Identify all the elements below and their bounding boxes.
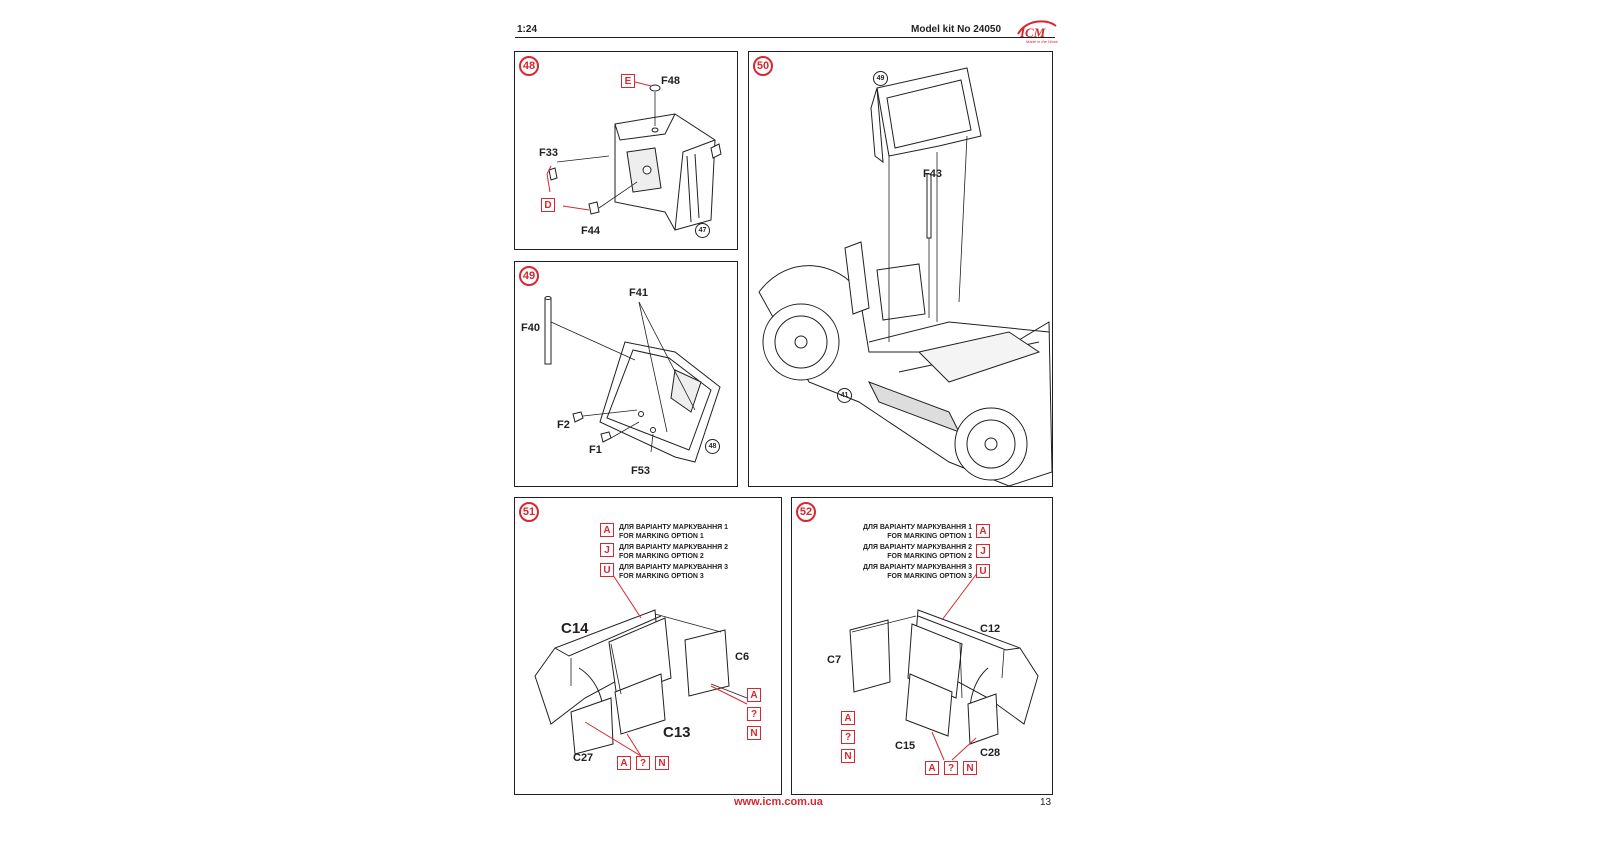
page-number: 13 [1040, 797, 1052, 808]
part-label-c28: C28 [980, 747, 1001, 759]
marking-box-opt1: A [976, 524, 990, 538]
step-49-panel: 49 F41 F40 F2 F1 F53 48 [514, 261, 738, 487]
step-51-panel: 51 A ДЛЯ ВАРІАНТУ МАРКУВАННЯ 1 FOR MARKIN… [514, 497, 782, 795]
part-label-f41: F41 [629, 287, 648, 299]
svg-text:Made in the World: Made in the World [1026, 39, 1058, 44]
scale-label: 1:24 [517, 24, 538, 35]
marking-box-opt1: A [600, 523, 614, 537]
svg-text:ICM: ICM [1019, 25, 1046, 40]
option-1-note: ДЛЯ ВАРІАНТУ МАРКУВАННЯ 1 FOR MARKING OPT… [854, 523, 972, 541]
step-50-panel: 50 49 F43 41 [748, 51, 1053, 487]
bottom-box-3: N [655, 756, 669, 770]
option-3-note: ДЛЯ ВАРІАНТУ МАРКУВАННЯ 3 FOR MARKING OPT… [619, 563, 728, 581]
icm-logo: ICM Made in the World [1017, 20, 1058, 44]
bottom-box-3: N [963, 761, 977, 775]
ref-step-41: 41 [837, 388, 852, 403]
part-label-f48: F48 [661, 75, 680, 87]
part-label-c14: C14 [561, 620, 589, 637]
part-label-c6: C6 [735, 651, 750, 663]
option-2-en: FOR MARKING OPTION 2 [619, 553, 704, 560]
step-50-drawing [758, 67, 1052, 486]
part-label-c27: C27 [573, 752, 594, 764]
left-box-2: ? [841, 730, 855, 744]
marking-box-opt3: U [976, 564, 990, 578]
step-52-drawing [849, 571, 1039, 761]
left-box-1: A [841, 711, 855, 725]
option-2-note: ДЛЯ ВАРІАНТУ МАРКУВАННЯ 2 FOR MARKING OPT… [619, 543, 728, 561]
bottom-box-1: A [925, 761, 939, 775]
marking-box-d: D [541, 198, 555, 212]
part-label-f1: F1 [589, 444, 602, 456]
option-1-en: FOR MARKING OPTION 1 [619, 533, 704, 540]
step-48-drawing [546, 81, 722, 231]
option-2-note: ДЛЯ ВАРІАНТУ МАРКУВАННЯ 2 FOR MARKING OPT… [854, 543, 972, 561]
part-label-c7: C7 [827, 654, 842, 666]
option-1-ua: ДЛЯ ВАРІАНТУ МАРКУВАННЯ 1 [862, 524, 972, 531]
bottom-box-2: ? [636, 756, 650, 770]
marking-box-e: E [621, 74, 635, 88]
part-label-f44: F44 [581, 225, 600, 237]
part-label-c13: C13 [663, 724, 691, 741]
part-label-c12: C12 [980, 623, 1001, 635]
part-label-f43: F43 [923, 168, 942, 180]
step-number: 52 [796, 502, 816, 522]
step-number: 50 [753, 56, 773, 76]
step-51-drawing [534, 571, 748, 757]
part-label-c15: C15 [895, 740, 916, 752]
option-3-ua: ДЛЯ ВАРІАНТУ МАРКУВАННЯ 3 [862, 564, 972, 571]
option-1-ua: ДЛЯ ВАРІАНТУ МАРКУВАННЯ 1 [619, 524, 729, 531]
step-49-drawing [544, 296, 721, 463]
step-number: 49 [519, 266, 539, 286]
step-52-panel: 52 ДЛЯ ВАРІАНТУ МАРКУВАННЯ 1 FOR MARKING … [791, 497, 1053, 795]
part-label-f40: F40 [521, 322, 540, 334]
option-3-note: ДЛЯ ВАРІАНТУ МАРКУВАННЯ 3 FOR MARKING OPT… [854, 563, 972, 581]
option-3-en: FOR MARKING OPTION 3 [887, 573, 972, 580]
ref-step-48: 48 [705, 439, 720, 454]
option-1-en: FOR MARKING OPTION 1 [887, 533, 972, 540]
footer-url[interactable]: www.icm.com.ua [734, 796, 823, 808]
right-box-3: N [747, 726, 761, 740]
ref-step-49: 49 [873, 71, 888, 86]
option-1-note: ДЛЯ ВАРІАНТУ МАРКУВАННЯ 1 FOR MARKING OPT… [619, 523, 728, 541]
part-label-f53: F53 [631, 465, 650, 477]
marking-box-opt2: J [976, 544, 990, 558]
option-3-en: FOR MARKING OPTION 3 [619, 573, 704, 580]
option-2-ua: ДЛЯ ВАРІАНТУ МАРКУВАННЯ 2 [862, 544, 972, 551]
marking-box-opt3: U [600, 563, 614, 577]
header-rule [515, 37, 1055, 38]
part-label-f2: F2 [557, 419, 570, 431]
right-box-2: ? [747, 707, 761, 721]
step-48-panel: 48 E F48 F33 D F44 47 [514, 51, 738, 250]
step-number: 48 [519, 56, 539, 76]
kit-number: Model kit No 24050 [911, 24, 1002, 35]
option-3-ua: ДЛЯ ВАРІАНТУ МАРКУВАННЯ 3 [619, 564, 729, 571]
bottom-box-1: A [617, 756, 631, 770]
step-number: 51 [519, 502, 539, 522]
part-label-f33: F33 [539, 147, 558, 159]
marking-box-opt2: J [600, 543, 614, 557]
ref-step-47: 47 [695, 223, 710, 238]
option-2-en: FOR MARKING OPTION 2 [887, 553, 972, 560]
right-box-1: A [747, 688, 761, 702]
bottom-box-2: ? [944, 761, 958, 775]
option-2-ua: ДЛЯ ВАРІАНТУ МАРКУВАННЯ 2 [619, 544, 729, 551]
left-box-3: N [841, 749, 855, 763]
